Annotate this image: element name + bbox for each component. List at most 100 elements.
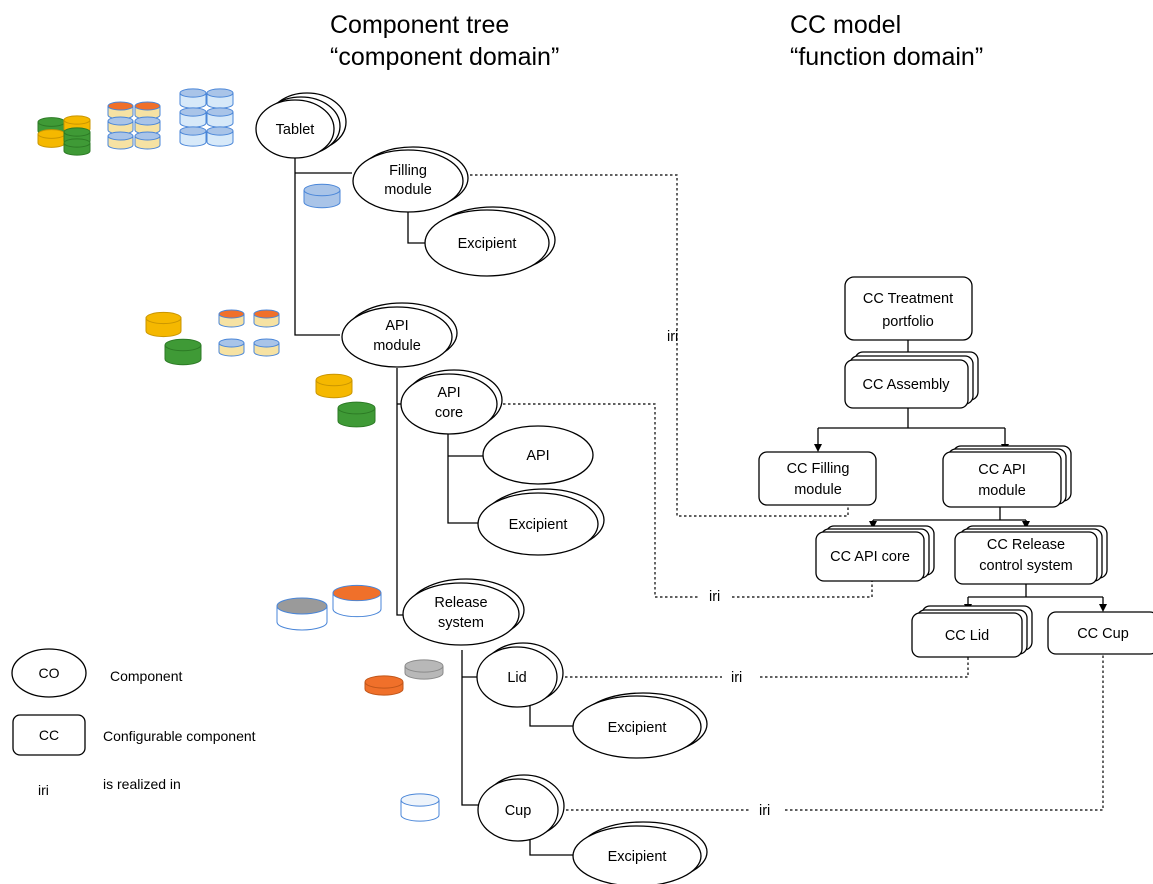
pill-yellow-icon xyxy=(145,311,182,338)
node-filling-module-label-2: module xyxy=(384,182,432,198)
legend-co-symbol: CO xyxy=(39,665,60,681)
node-api: API xyxy=(482,425,594,485)
legend-iri-text: is realized in xyxy=(103,776,181,792)
node-api-module-label-1: API xyxy=(385,318,408,334)
pill-layered-icon xyxy=(218,309,245,328)
edge-assembly-children xyxy=(817,408,1006,450)
legend-cc-symbol: CC xyxy=(39,727,59,743)
cc-node-treatment-portfolio: CC Treatment portfolio xyxy=(844,276,973,341)
pill-layered-icon xyxy=(134,131,161,150)
pill-layered-icon xyxy=(134,101,161,120)
legend-ellipse-icon xyxy=(11,648,87,698)
cc-api-core-label: CC API core xyxy=(830,549,910,565)
cc-node-filling-module: CC Filling module xyxy=(758,451,877,506)
node-api-module: API module xyxy=(341,302,458,368)
pill-blue-layered-icon xyxy=(179,126,207,147)
pill-layered-icon xyxy=(253,338,280,357)
pill-layered-icon xyxy=(107,131,134,150)
pill-gray-icon xyxy=(404,659,444,680)
cc-api-module-label-2: module xyxy=(978,483,1026,499)
cc-release-label-2: control system xyxy=(979,558,1072,574)
cc-api-module-label-1: CC API xyxy=(978,462,1026,478)
cc-node-assembly: CC Assembly xyxy=(844,351,979,409)
pill-green-icon xyxy=(164,338,202,366)
node-filling-excipient-label: Excipient xyxy=(458,236,517,252)
pill-blue-layered-icon xyxy=(179,88,207,109)
node-filling-module-label-1: Filling xyxy=(389,163,427,179)
cc-node-release-control: CC Release control system xyxy=(954,525,1108,585)
node-tablet-label: Tablet xyxy=(276,122,315,138)
node-release-system: Release system xyxy=(402,578,525,646)
node-api-core: API core xyxy=(400,369,503,435)
node-filling-excipient: Excipient xyxy=(424,206,556,277)
iri-label-api-core: iri xyxy=(709,589,720,605)
edge-api-module-children xyxy=(872,505,1027,526)
cc-node-cup: CC Cup xyxy=(1047,611,1153,655)
node-api-module-label-2: module xyxy=(373,338,421,354)
header-component-tree-line1: Component tree xyxy=(330,11,509,39)
node-api-core-label-1: API xyxy=(437,385,460,401)
node-api-excipient-label: Excipient xyxy=(509,517,568,533)
node-lid-excipient: Excipient xyxy=(572,692,708,759)
node-cup: Cup xyxy=(477,774,565,842)
header-cc-model: CC model “function domain” xyxy=(790,11,983,71)
pill-layered-icon xyxy=(253,309,280,328)
node-release-system-label-2: system xyxy=(438,615,484,631)
pill-yellow-icon xyxy=(37,129,66,148)
node-lid: Lid xyxy=(476,642,564,708)
cc-assembly-label: CC Assembly xyxy=(862,377,950,393)
node-cup-excipient-label: Excipient xyxy=(608,849,667,865)
legend-co-text: Component xyxy=(110,668,182,684)
header-cc-model-line1: CC model xyxy=(790,11,901,39)
pill-layered-icon xyxy=(134,116,161,135)
node-cup-excipient: Excipient xyxy=(572,821,708,884)
iri-link-cup xyxy=(551,655,1104,811)
pill-green-icon xyxy=(63,138,91,156)
node-tablet: Tablet xyxy=(255,92,347,159)
pill-yellow-icon xyxy=(63,115,91,134)
pill-layered-icon xyxy=(107,116,134,135)
cc-treatment-label-2: portfolio xyxy=(882,314,934,330)
node-lid-excipient-label: Excipient xyxy=(608,720,667,736)
cc-node-api-core: CC API core xyxy=(815,525,935,582)
node-filling-module: Filling module xyxy=(352,146,469,213)
node-api-label: API xyxy=(526,448,549,464)
pill-orange-icon xyxy=(364,675,404,696)
header-cc-model-line2: “function domain” xyxy=(790,43,983,71)
legend: CO Component CC Configurable component i… xyxy=(11,648,256,798)
node-lid-label: Lid xyxy=(507,670,526,686)
cc-cup-label: CC Cup xyxy=(1077,626,1129,642)
edge-lid-excipient xyxy=(529,704,576,727)
pill-icons xyxy=(37,88,444,822)
cc-lid-label: CC Lid xyxy=(945,628,989,644)
iri-label-lid: iri xyxy=(731,670,742,686)
cc-node-api-module: CC API module xyxy=(942,445,1072,508)
cc-node-lid: CC Lid xyxy=(911,605,1033,658)
node-api-core-label-2: core xyxy=(435,405,463,421)
cc-filling-label-1: CC Filling xyxy=(787,461,850,477)
pill-blue-layered-icon xyxy=(206,88,234,109)
cc-filling-label-2: module xyxy=(794,482,842,498)
iri-link-lid xyxy=(550,655,969,678)
edge-api-core-excipient xyxy=(447,432,482,524)
iri-label-filling: iri xyxy=(667,329,678,345)
iri-link-api-core xyxy=(503,403,873,598)
edge-filling-excipient xyxy=(407,207,428,244)
cup-icon xyxy=(400,793,440,822)
pill-blue-layered-icon xyxy=(206,126,234,147)
pill-yellow-icon xyxy=(315,373,353,399)
legend-iri-symbol: iri xyxy=(38,782,49,798)
iri-label-cup: iri xyxy=(759,803,770,819)
pill-green-icon xyxy=(337,401,376,428)
pill-blue-layered-icon xyxy=(179,107,207,128)
iri-links: iri iri iri iri xyxy=(470,174,1104,819)
ring-icon xyxy=(332,584,382,618)
legend-rect-icon xyxy=(12,714,86,756)
node-release-system-label-1: Release xyxy=(434,595,487,611)
edge-tablet-api-module xyxy=(294,153,340,336)
ring-icon xyxy=(276,597,328,631)
cc-release-label-1: CC Release xyxy=(987,537,1065,553)
node-cup-label: Cup xyxy=(505,803,532,819)
pill-layered-icon xyxy=(218,338,245,357)
